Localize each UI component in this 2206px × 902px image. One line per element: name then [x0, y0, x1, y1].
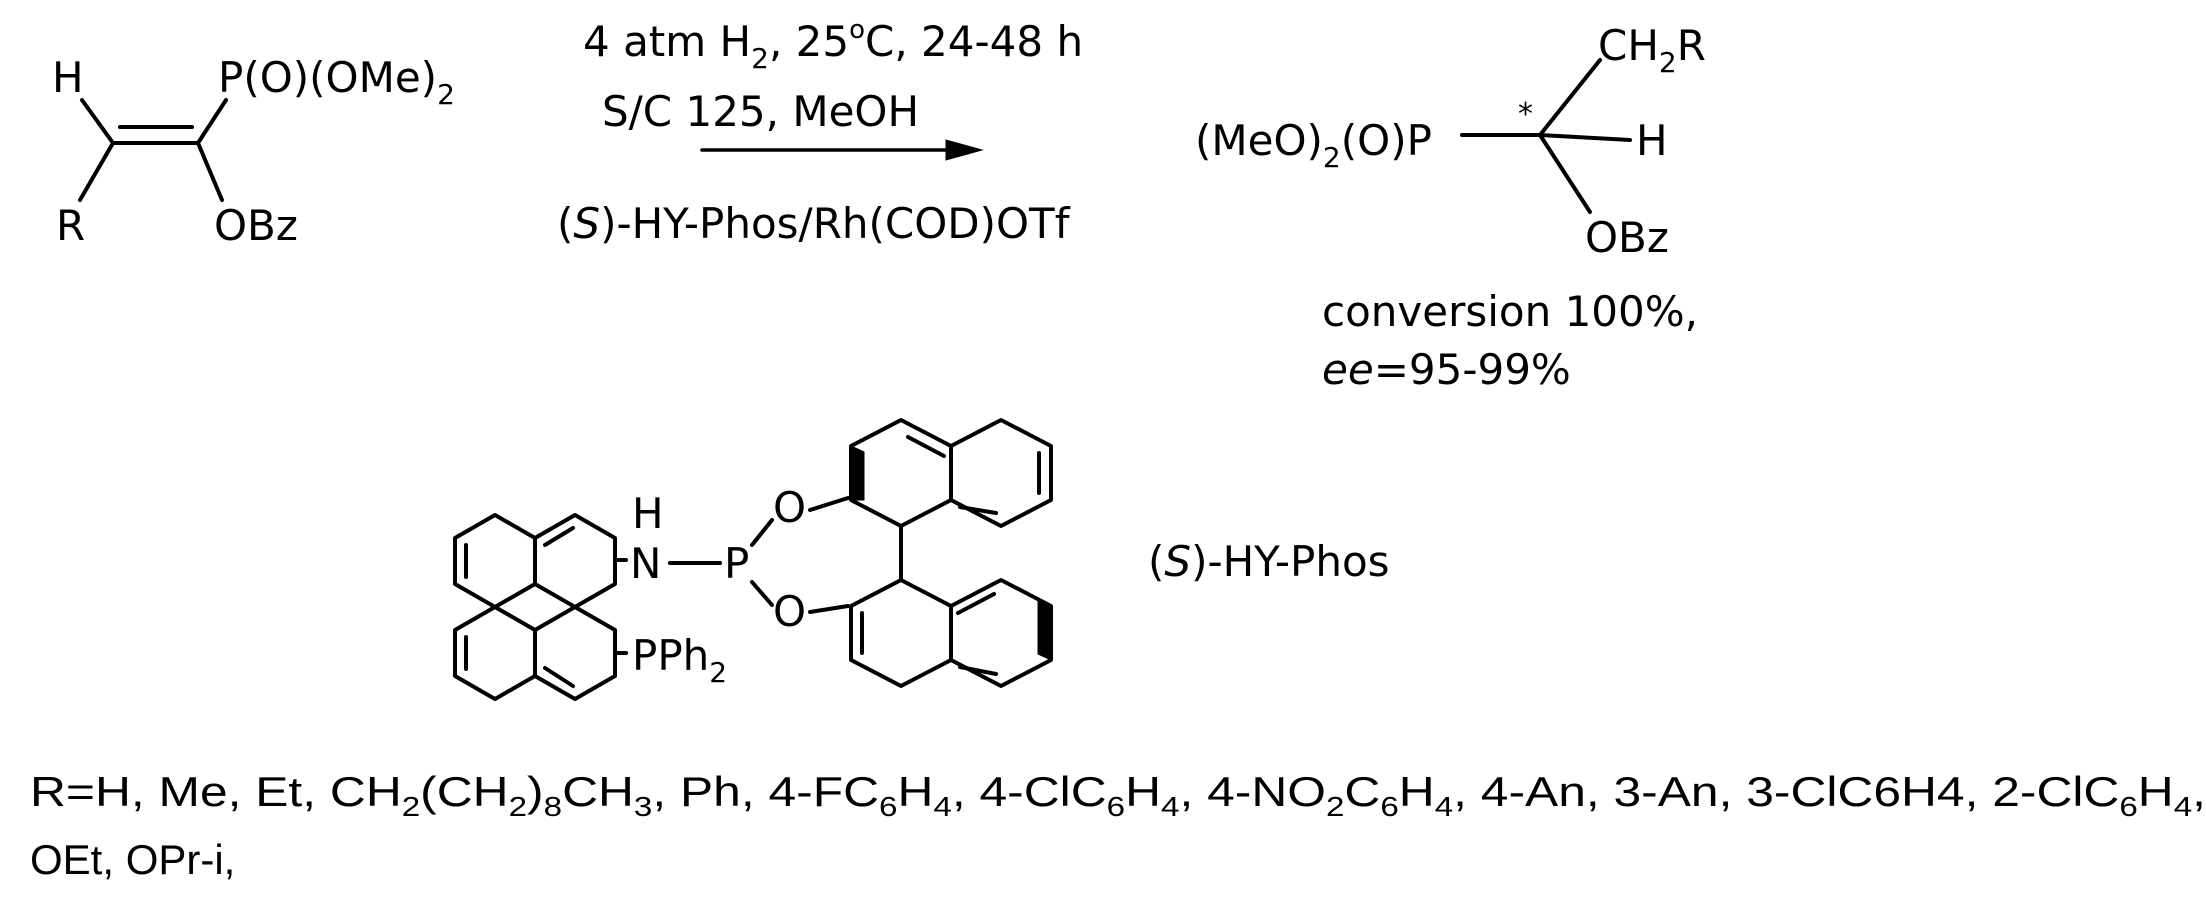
binaphthyl-db-u3 [958, 505, 998, 515]
substituent-text-part: 4 [933, 791, 951, 822]
substituent-text-part: 6 [1380, 791, 1398, 822]
ligand-n-label: N [630, 539, 661, 588]
ligand-structure: N H P O O PPh2 (S)-HY-Phos [453, 418, 1390, 701]
bond-p-o-bottom [750, 580, 774, 607]
substituent-list-line-2: OEt, OPr-i, [30, 836, 235, 883]
ee-text: ee=95-99% [1322, 345, 1571, 394]
binaphthyl-db-u1 [906, 435, 946, 458]
product-obz-label: OBz [1585, 213, 1669, 262]
substituent-text-part: 6 [1107, 791, 1125, 822]
reactant-phosphonate-label: P(O)(OMe)2 [218, 53, 455, 111]
naphthyl-ring-upper [533, 513, 617, 609]
bond-o-binaphthyl-top [808, 496, 850, 512]
substituent-text-part: 4 [1435, 791, 1453, 822]
substituent-text-part: R=H, Me, Et, CH [30, 768, 402, 815]
product-structure: (MeO)2(O)P * CH2R H OBz conversion 100%,… [1195, 21, 1706, 394]
substituent-text-part: 2 [1326, 791, 1344, 822]
bond-c-ch2r [1538, 58, 1602, 137]
bond-c-r [78, 141, 115, 202]
substituent-text-part: H [2138, 768, 2174, 815]
stereocenter-star: * [1518, 97, 1533, 132]
reaction-conditions: 4 atm H2, 25oC, 24-48 h S/C 125, MeOH (S… [557, 15, 1083, 248]
bond-c-o [196, 141, 224, 202]
ligand-h-label: H [632, 489, 664, 538]
bond-h-c [80, 98, 115, 145]
reactant-structure: H R P(O)(OMe)2 OBz [52, 53, 455, 250]
bond-c-h [1538, 133, 1632, 142]
substituent-text-part: , 4-An, 3-An, 3-ClC6H4, 2-ClC [1453, 768, 2119, 815]
ligand-o-bottom-label: O [773, 587, 806, 636]
substituent-text-part: 3 [634, 791, 652, 822]
ligand-p-label: P [724, 539, 749, 588]
binaphthyl-ring-lower-a [849, 578, 953, 688]
substituent-text-part: 2 [402, 791, 420, 822]
reactant-h-label: H [52, 53, 84, 102]
conversion-text: conversion 100%, [1322, 287, 1698, 336]
bond-p-o-top [750, 518, 774, 547]
substituent-text-part: H [1399, 768, 1435, 815]
binaphthyl-ring-upper-a [849, 418, 953, 528]
substituent-text-part: , 4-NO [1179, 768, 1325, 815]
substituent-text-part: , [2192, 768, 2206, 815]
bond-o-binaphthyl-bottom [808, 604, 850, 614]
substituent-text-part: CH [562, 768, 634, 815]
substituent-text-part: H [1125, 768, 1161, 815]
reactant-obz-label: OBz [214, 201, 298, 250]
conditions-line-2: S/C 125, MeOH [602, 87, 919, 136]
binaphthyl-db-l3 [956, 592, 996, 615]
substituent-text-part: , Ph, 4-FC [652, 768, 879, 815]
product-phosphonate-label: (MeO)2(O)P [1195, 116, 1432, 174]
substituent-text-part: 6 [879, 791, 897, 822]
ligand-pph2-label: PPh2 [632, 631, 727, 689]
naphthyl-ring-lower [533, 605, 617, 701]
substituent-text-part: ) [527, 768, 544, 815]
substituent-text-part: 2 [509, 791, 527, 822]
substituent-text-part: 4 [2174, 791, 2192, 822]
bond-c-obz [1538, 133, 1592, 214]
binaphthyl-db-l2 [958, 665, 998, 676]
binaphthyl-wedge-upper [850, 445, 865, 501]
naphthyl-db-4 [543, 666, 575, 688]
conditions-line-1: 4 atm H2, 25oC, 24-48 h [583, 15, 1083, 75]
reactant-r-label: R [56, 201, 85, 250]
substituent-text-part: 4 [1161, 791, 1179, 822]
naphthyl-ring-left-bottom [453, 605, 537, 701]
substituent-text-part: , 4-ClC [952, 768, 1107, 815]
binaphthyl-wedge-lower [1037, 599, 1052, 661]
substituent-text-part: C [1344, 768, 1380, 815]
bond-c-p [196, 98, 228, 145]
product-ch2r-label: CH2R [1598, 21, 1706, 79]
naphthyl-ring-left-top [453, 513, 537, 609]
reaction-arrow-head [945, 139, 984, 161]
naphthyl-db-1 [543, 526, 575, 547]
ligand-name: (S)-HY-Phos [1148, 537, 1390, 586]
ligand-o-top-label: O [773, 483, 806, 532]
binaphthyl-ring-upper-b [949, 418, 1053, 528]
substituent-text-part: 8 [544, 791, 562, 822]
substituent-text-part: 6 [2119, 791, 2137, 822]
substituent-text-part: (CH [420, 768, 508, 815]
product-h-label: H [1636, 116, 1668, 165]
substituent-text-part: H [897, 768, 933, 815]
conditions-line-3: (S)-HY-Phos/Rh(COD)OTf [557, 199, 1071, 248]
